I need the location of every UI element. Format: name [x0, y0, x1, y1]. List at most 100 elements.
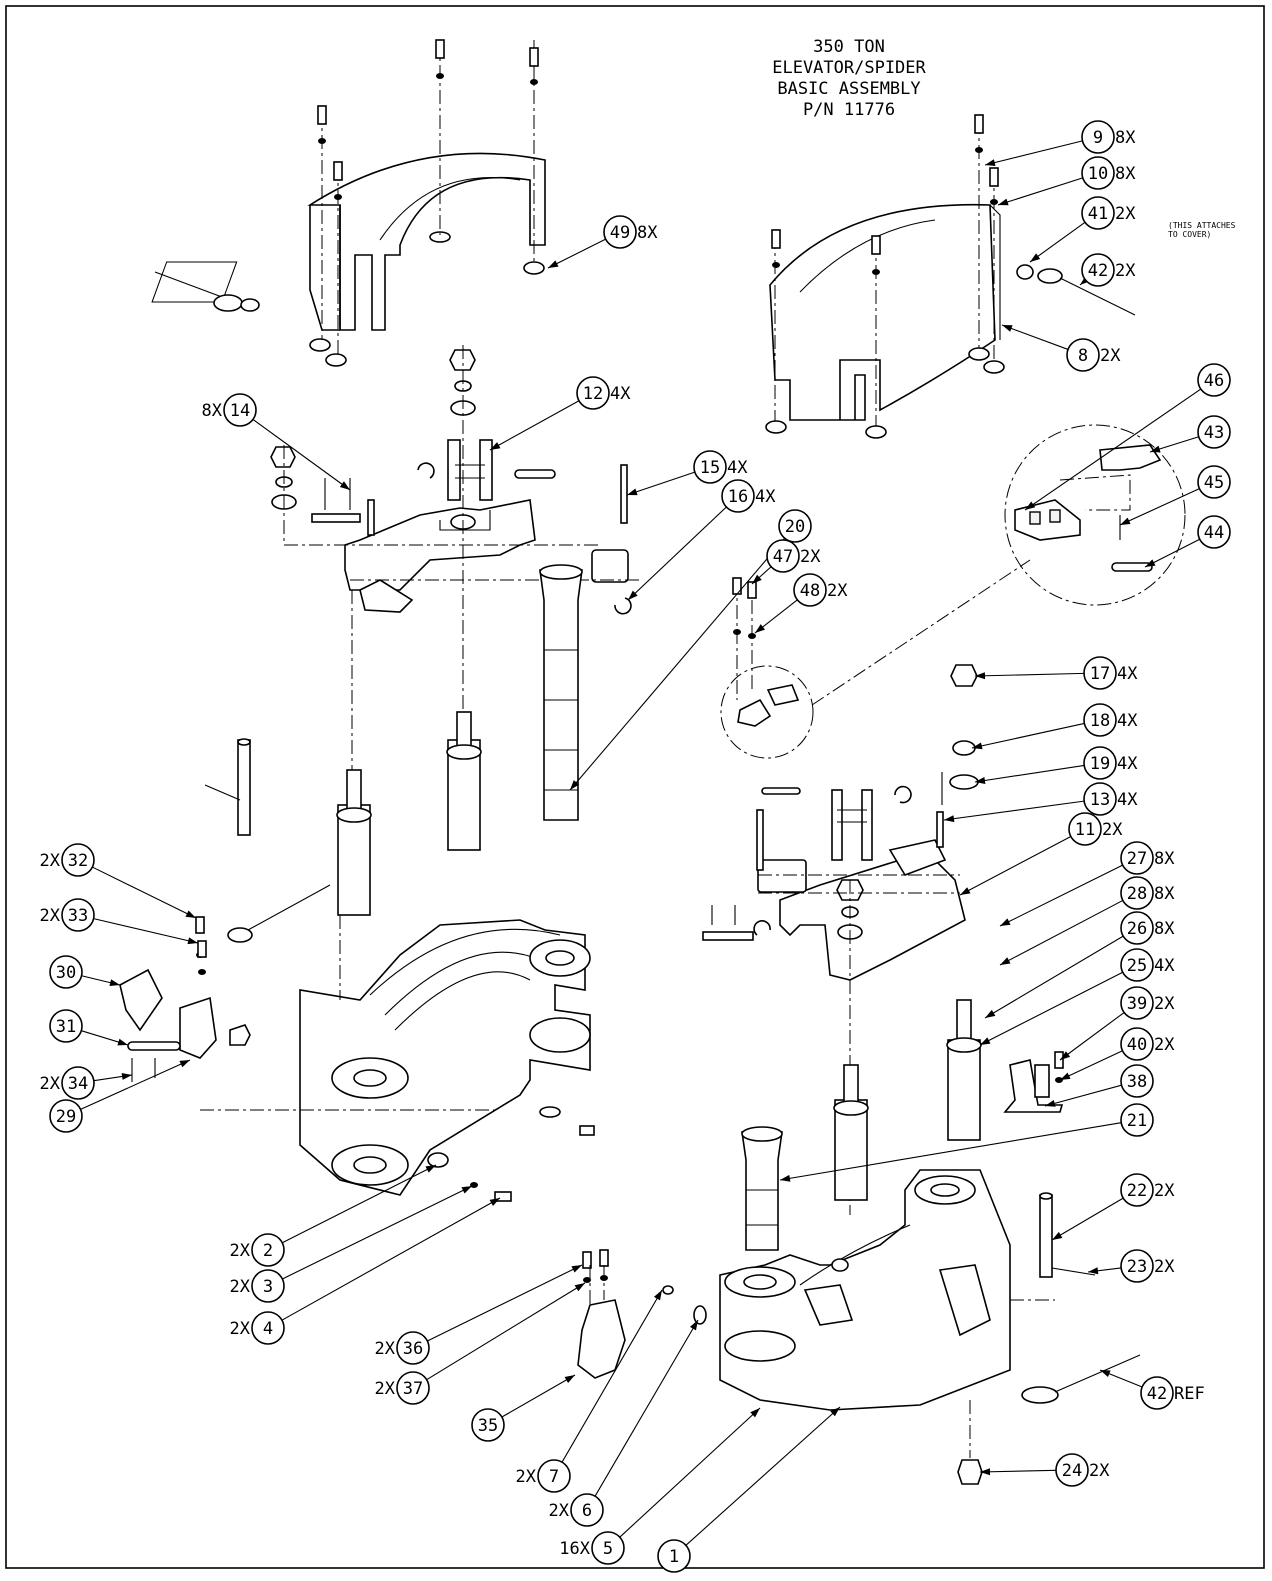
callout-quantity: 2X [230, 1277, 251, 1297]
leader-5-48 [619, 1407, 761, 1538]
callout-number: 3 [263, 1277, 273, 1297]
callout-balloon [721, 479, 755, 513]
leader-49-4 [547, 238, 606, 269]
callout-balloon [1120, 986, 1154, 1020]
callout-3-41: 3 2X [230, 1269, 285, 1303]
leader-33-35 [93, 918, 199, 944]
callout-number: 5 [603, 1539, 613, 1559]
callout-balloon [1120, 1103, 1154, 1137]
callout-quantity: 2X [375, 1379, 396, 1399]
leader-11-21 [959, 835, 1072, 896]
callout-number: 28 [1127, 884, 1147, 904]
leader-arrow-33-35 [187, 937, 198, 945]
right-cover-assembly [765, 114, 1136, 439]
leader-25-25 [979, 971, 1123, 1046]
callout-quantity: 4X [1117, 711, 1138, 731]
leader-lines [80, 140, 1202, 1546]
callout-35-45: 35 [471, 1408, 505, 1442]
callout-balloon [1081, 156, 1115, 190]
screws-left-cover [317, 39, 539, 200]
callout-2-40: 22X [230, 1233, 285, 1267]
callout-number: 38 [1127, 1072, 1147, 1092]
callout-quantity: 4X [1117, 754, 1138, 774]
leader-12-6 [489, 400, 580, 451]
leader-arrow-36-43 [571, 1265, 582, 1273]
leader-arrow-7-46 [653, 1290, 662, 1301]
leader-44-14 [1144, 538, 1200, 568]
callout-number: 6 [582, 1501, 592, 1521]
leader-3-41 [282, 1185, 473, 1280]
callout-number: 9 [1093, 128, 1103, 148]
callout-balloon [1081, 120, 1115, 154]
leader-arrow-37-44 [574, 1283, 585, 1292]
leader-arrow-15-8 [627, 488, 638, 496]
leader-arrow-39-26 [1060, 1051, 1071, 1060]
left-latch [119, 884, 331, 1082]
callout-balloon [793, 573, 827, 607]
callout-number: 18 [1090, 711, 1110, 731]
title-line-3: BASIC ASSEMBLY [777, 79, 920, 99]
leader-arrow-35-45 [564, 1375, 575, 1384]
leader-arrow-5-48 [750, 1408, 760, 1418]
leader-arrow-14-7 [339, 481, 350, 490]
callout-quantity: 2X [516, 1467, 537, 1487]
callout-quantity: 2X [1154, 1257, 1175, 1277]
callout-number: 37 [403, 1379, 423, 1399]
leader-19-19 [974, 764, 1085, 783]
callout-number: 33 [68, 906, 88, 926]
leader-arrow-24-33 [980, 1468, 991, 1476]
leader-2-40 [282, 1164, 437, 1244]
callout-number: 29 [56, 1107, 76, 1127]
callout-43-12: 43 [1197, 415, 1231, 449]
callout-number: 35 [478, 1416, 498, 1436]
callout-balloon [1083, 746, 1117, 780]
callout-number: 2 [263, 1241, 273, 1261]
leader-37-44 [426, 1282, 586, 1381]
callout-balloon [1197, 515, 1231, 549]
leader-arrow-11-21 [960, 887, 971, 895]
callout-45-13: 45 [1197, 465, 1231, 499]
callout-balloon [1120, 911, 1154, 945]
callout-number: 43 [1204, 423, 1224, 443]
callout-19-19: 19 4X [1083, 746, 1138, 780]
leader-21-29 [779, 1122, 1122, 1181]
callout-quantity: 4X [610, 384, 631, 404]
right-body-half [662, 1169, 1141, 1485]
leader-arrow-34-38 [121, 1073, 132, 1080]
callout-quantity: 8X [1115, 164, 1136, 184]
callout-number: 42 [1147, 1384, 1167, 1404]
callout-number: 19 [1090, 754, 1110, 774]
leader-arrow-32-34 [185, 910, 196, 918]
callout-balloon [1083, 703, 1117, 737]
callout-balloon [1140, 1376, 1174, 1410]
leader-17-17 [974, 672, 1085, 677]
callout-number: 45 [1204, 473, 1224, 493]
leader-13-20 [943, 800, 1085, 821]
callout-number: 4 [263, 1319, 273, 1339]
callout-number: 7 [549, 1467, 559, 1487]
leader-18-18 [971, 722, 1085, 749]
leader-15-8 [626, 471, 696, 496]
leader-arrow-42-32 [1100, 1370, 1111, 1377]
callout-balloon [61, 898, 95, 932]
callout-number: 48 [800, 581, 820, 601]
callout-number: 34 [68, 1074, 88, 1094]
callout-balloon [693, 450, 727, 484]
cylinders-left [204, 564, 583, 916]
callout-37-44: 37 2X [375, 1371, 430, 1405]
callout-7-46: 7 2X [516, 1459, 571, 1493]
leader-35-45 [501, 1374, 576, 1418]
callout-quantity: 2X [230, 1319, 251, 1339]
callout-balloon [1055, 1453, 1089, 1487]
callout-balloon [1083, 656, 1117, 690]
callout-balloon [49, 955, 83, 989]
